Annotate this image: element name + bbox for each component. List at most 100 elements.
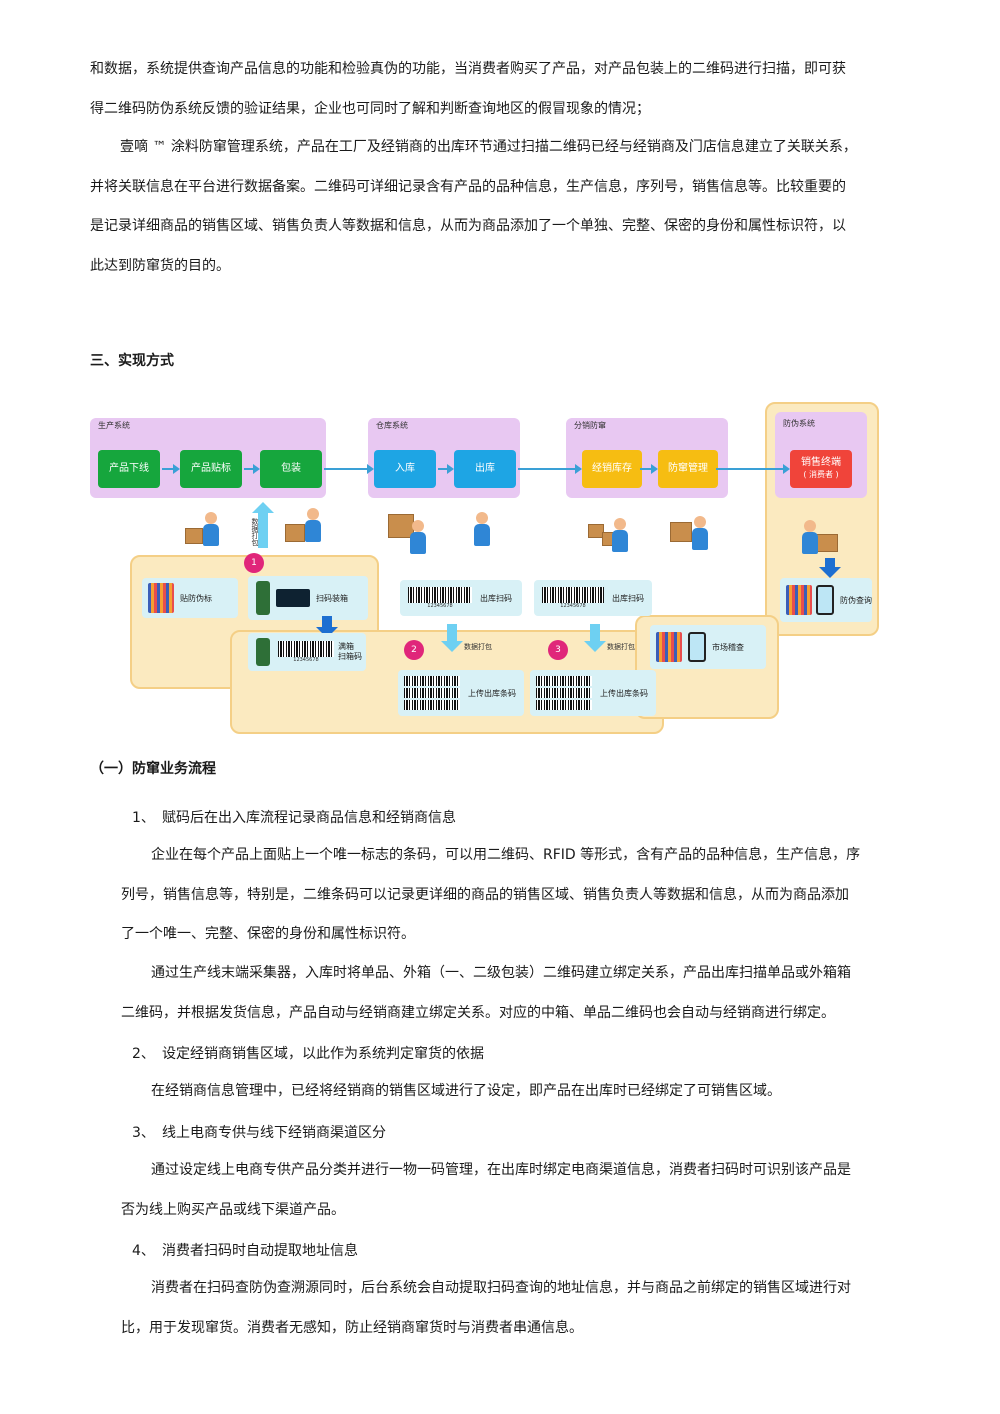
intro-paragraph-1: 和数据，系统提供查询产品信息的功能和检验真伪的功能，当消费者购买了产品，对产品包…	[90, 50, 910, 129]
data-pack-down-arrow-2	[441, 624, 463, 652]
qr-code-icon	[656, 632, 682, 662]
data-pack-label-3: 数据打包	[607, 643, 635, 651]
card-upload-2: 上传出库条码	[530, 670, 656, 716]
step-badge-1: 1	[244, 553, 264, 573]
card-scan-box-line1: 满箱	[338, 642, 354, 651]
worker-figure-3	[388, 508, 428, 554]
qr-code-icon	[786, 585, 812, 615]
text-line: 通过生产线末端采集器，入库时将单品、外箱（一、二级包装）二维码建立绑定关系，产品…	[151, 965, 851, 981]
phone-icon	[816, 585, 834, 615]
card-out-scan-1-text: 出库扫码	[480, 593, 512, 603]
text-line: 企业在每个产品上面贴上一个唯一标志的条码，可以用二维码、RFID 等形式，含有产…	[151, 847, 861, 863]
list-item-title: 设定经销商销售区域，以此作为系统判定窜货的依据	[162, 1046, 484, 1062]
node-stock-out: 出库	[454, 450, 516, 488]
display-icon	[276, 589, 310, 607]
card-upload-1: 上传出库条码	[398, 670, 524, 716]
text-line: 此达到防窜货的目的。	[90, 257, 230, 274]
text-line: 得二维码防伪系统反馈的验证结果，企业也可同时了解和判断查询地区的假冒现象的情况；	[90, 100, 650, 117]
card-scan-box-line2: 扫箱码	[338, 652, 362, 661]
zone-production-label: 生产系统	[98, 421, 130, 430]
card-label-anti-text: 贴防伪标	[180, 593, 212, 603]
arrow-7	[716, 464, 790, 474]
process-diagram: 生产系统 仓库系统 分销防窜 防伪系统 产品下线 产品贴标 包装 入库 出库 经…	[90, 400, 890, 735]
text-line: 壹嘀 ™ 涂料防窜管理系统，产品在工厂及经销商的出库环节通过扫描二维码已经与经销…	[120, 139, 857, 155]
worker-figure-5	[588, 514, 632, 554]
barcode-icon	[404, 700, 460, 710]
card-upload-1-text: 上传出库条码	[468, 688, 516, 698]
text-line: 消费者在扫码查防伪查溯源同时，后台系统会自动提取扫码查询的地址信息，并与商品之前…	[151, 1280, 851, 1296]
intro-paragraph-2: 壹嘀 ™ 涂料防窜管理系统，产品在工厂及经销商的出库环节通过扫描二维码已经与经销…	[90, 128, 910, 286]
arrow-2	[244, 464, 260, 474]
node-sales-terminal-label: 销售终端	[801, 457, 841, 468]
barcode-icon	[536, 688, 592, 698]
qr-code-icon	[148, 583, 174, 613]
list-item-2-title: 2、设定经销商销售区域，以此作为系统判定窜货的依据	[132, 1043, 484, 1063]
item-2-paragraph-1: 在经销商信息管理中，已经将经销商的销售区域进行了设定，即产品在出库时已经绑定了可…	[121, 1072, 911, 1112]
barcode-icon	[278, 641, 334, 657]
arrow-1	[162, 464, 180, 474]
worker-figure-6	[670, 514, 714, 554]
barcode-icon	[404, 688, 460, 698]
scanner-icon	[256, 581, 270, 615]
text-line: 比，用于发现窜货。消费者无感知，防止经销商窜货时与消费者串通信息。	[121, 1319, 583, 1336]
card-out-scan-2-text: 出库扫码	[612, 593, 644, 603]
item-1-paragraph-2: 通过生产线末端采集器，入库时将单品、外箱（一、二级包装）二维码建立绑定关系，产品…	[121, 954, 911, 1033]
step-badge-2: 2	[404, 640, 424, 660]
text-line: 和数据，系统提供查询产品信息的功能和检验真伪的功能，当消费者购买了产品，对产品包…	[90, 61, 846, 77]
node-package: 包装	[260, 450, 322, 488]
card-out-scan-2: 12345678 出库扫码	[534, 580, 652, 616]
node-product-label: 产品贴标	[180, 450, 242, 488]
arrow-5	[518, 464, 582, 474]
barcode-icon	[536, 676, 592, 686]
data-pack-up-arrow	[252, 502, 274, 548]
list-item-number: 4、	[132, 1243, 155, 1259]
node-product-offline: 产品下线	[98, 450, 160, 488]
barcode-number: 12345678	[427, 603, 453, 609]
arrow-6	[640, 464, 658, 474]
list-item-title: 赋码后在出入库流程记录商品信息和经销商信息	[162, 810, 456, 826]
card-fake-query: 防伪查询	[780, 578, 872, 622]
consumer-figure	[802, 518, 846, 558]
consumer-down-arrow	[819, 558, 841, 578]
node-stock-in: 入库	[374, 450, 436, 488]
arrow-3	[324, 464, 374, 474]
barcode-number: 12345678	[293, 657, 319, 663]
text-line: 是记录详细商品的销售区域、销售负责人等数据和信息，从而为商品添加了一个单独、完整…	[90, 218, 846, 234]
card-label-anti: 贴防伪标	[142, 578, 238, 618]
barcode-number: 12345678	[560, 603, 586, 609]
subsection-title: （一）防窜业务流程	[90, 761, 216, 777]
phone-icon	[688, 632, 706, 662]
node-anti-cross-mgmt: 防窜管理	[658, 450, 718, 488]
zone-distribution-label: 分销防窜	[574, 421, 606, 430]
list-item-number: 2、	[132, 1046, 155, 1062]
worker-figure-1	[185, 510, 225, 550]
item-1-paragraph-1: 企业在每个产品上面贴上一个唯一标志的条码，可以用二维码、RFID 等形式，含有产…	[121, 836, 911, 955]
list-item-number: 1、	[132, 810, 155, 826]
item-4-paragraph-1: 消费者在扫码查防伪查溯源同时，后台系统会自动提取扫码查询的地址信息，并与商品之前…	[121, 1269, 911, 1348]
node-sales-terminal-sub: ( 消费者 )	[803, 470, 839, 479]
barcode-icon	[536, 700, 592, 710]
text-line: 通过设定线上电商专供产品分类并进行一物一码管理，在出库时绑定电商渠道信息，消费者…	[151, 1162, 851, 1178]
node-sales-terminal: 销售终端 ( 消费者 )	[790, 450, 852, 488]
text-line: 并将关联信息在平台进行数据备案。二维码可详细记录含有产品的品种信息，生产信息，序…	[90, 178, 846, 195]
card-out-scan-1: 12345678 出库扫码	[400, 580, 522, 616]
section-title: 三、实现方式	[90, 353, 174, 369]
step-badge-3: 3	[548, 640, 568, 660]
list-item-1-title: 1、赋码后在出入库流程记录商品信息和经销商信息	[132, 807, 456, 827]
data-pack-label-1: 数据打包	[251, 518, 259, 546]
data-pack-label-2: 数据打包	[464, 643, 492, 651]
list-item-number: 3、	[132, 1125, 155, 1141]
card-market-check-text: 市场稽查	[712, 642, 744, 652]
text-line: 否为线上购买产品或线下渠道产品。	[121, 1201, 345, 1218]
card-market-check: 市场稽查	[650, 625, 766, 669]
arrow-4	[438, 464, 454, 474]
zone-warehouse-label: 仓库系统	[376, 421, 408, 430]
scan-down-arrow	[316, 616, 338, 638]
barcode-icon	[408, 587, 472, 603]
scanner-icon	[256, 638, 270, 666]
text-line: 列号，销售信息等，特别是，二维条码可以记录更详细的商品的销售区域、销售负责人等数…	[121, 886, 849, 903]
text-line: 二维码，并根据发货信息，产品自动与经销商建立绑定关系。对应的中箱、单品二维码也会…	[121, 1004, 835, 1021]
card-fake-query-text: 防伪查询	[840, 595, 872, 605]
barcode-icon	[404, 676, 460, 686]
card-scan-pack: 扫码装箱	[248, 576, 368, 620]
